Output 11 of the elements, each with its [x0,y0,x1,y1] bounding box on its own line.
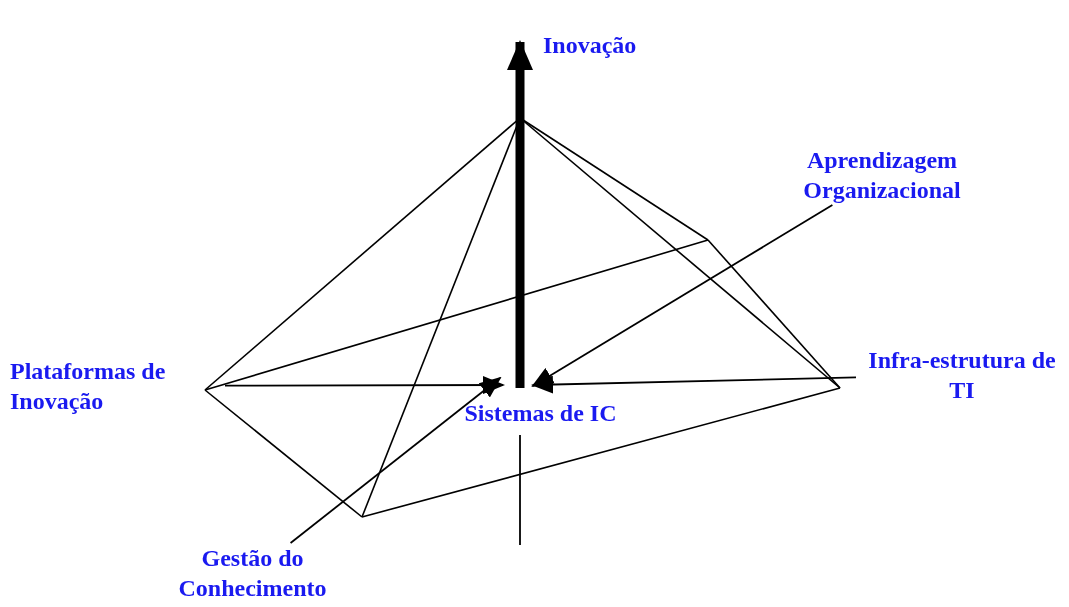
arrow [531,204,834,388]
axis-label: Infra-estrutura de TI [856,345,1068,405]
arrow [224,376,505,395]
arrow [507,40,533,388]
axis-label: Gestão do Conhecimento [160,543,345,603]
axis-label: Aprendizagem Organizacional [772,145,992,205]
axis-label: Plataformas de Inovação [10,356,225,416]
arrow [531,375,857,394]
axis-label: Sistemas de IC [438,398,643,428]
axis-label: Inovação [543,30,673,60]
arrow [289,376,502,544]
